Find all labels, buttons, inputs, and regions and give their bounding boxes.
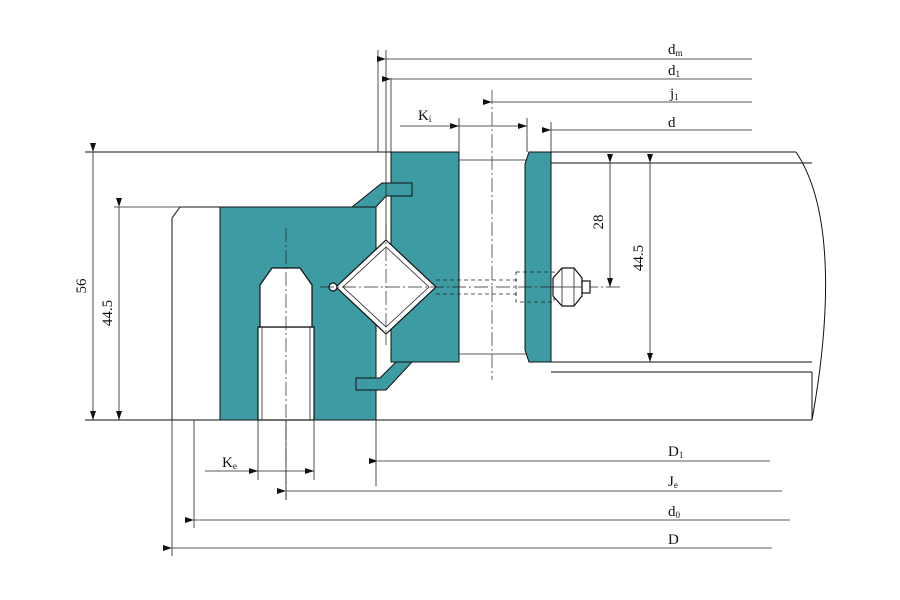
label-Je: Je (668, 474, 678, 490)
inner-ring (390, 90, 827, 421)
label-ke: Ke (222, 455, 237, 471)
label-ki: Ki (418, 108, 432, 124)
section-edges (85, 50, 812, 486)
top-dimensions (377, 56, 752, 133)
vertical-dimensions (90, 143, 653, 420)
dim-inner-offset: 28 (591, 215, 607, 230)
label-dm: dm (668, 42, 683, 58)
label-d: d (668, 115, 676, 131)
bottom-dimensions (163, 420, 790, 556)
dim-outer-height: 56 (74, 278, 90, 294)
dim-outer-inner-height: 44.5 (100, 300, 116, 326)
label-D: D (668, 532, 679, 548)
label-D1: D1 (668, 444, 683, 460)
outer-ring (171, 206, 377, 500)
dim-inner-height: 44.5 (631, 245, 647, 271)
grease-fitting (436, 267, 591, 307)
seals (350, 182, 414, 391)
label-d1: d1 (668, 63, 680, 79)
label-j1: j1 (669, 86, 679, 102)
label-d0: d0 (668, 504, 681, 520)
